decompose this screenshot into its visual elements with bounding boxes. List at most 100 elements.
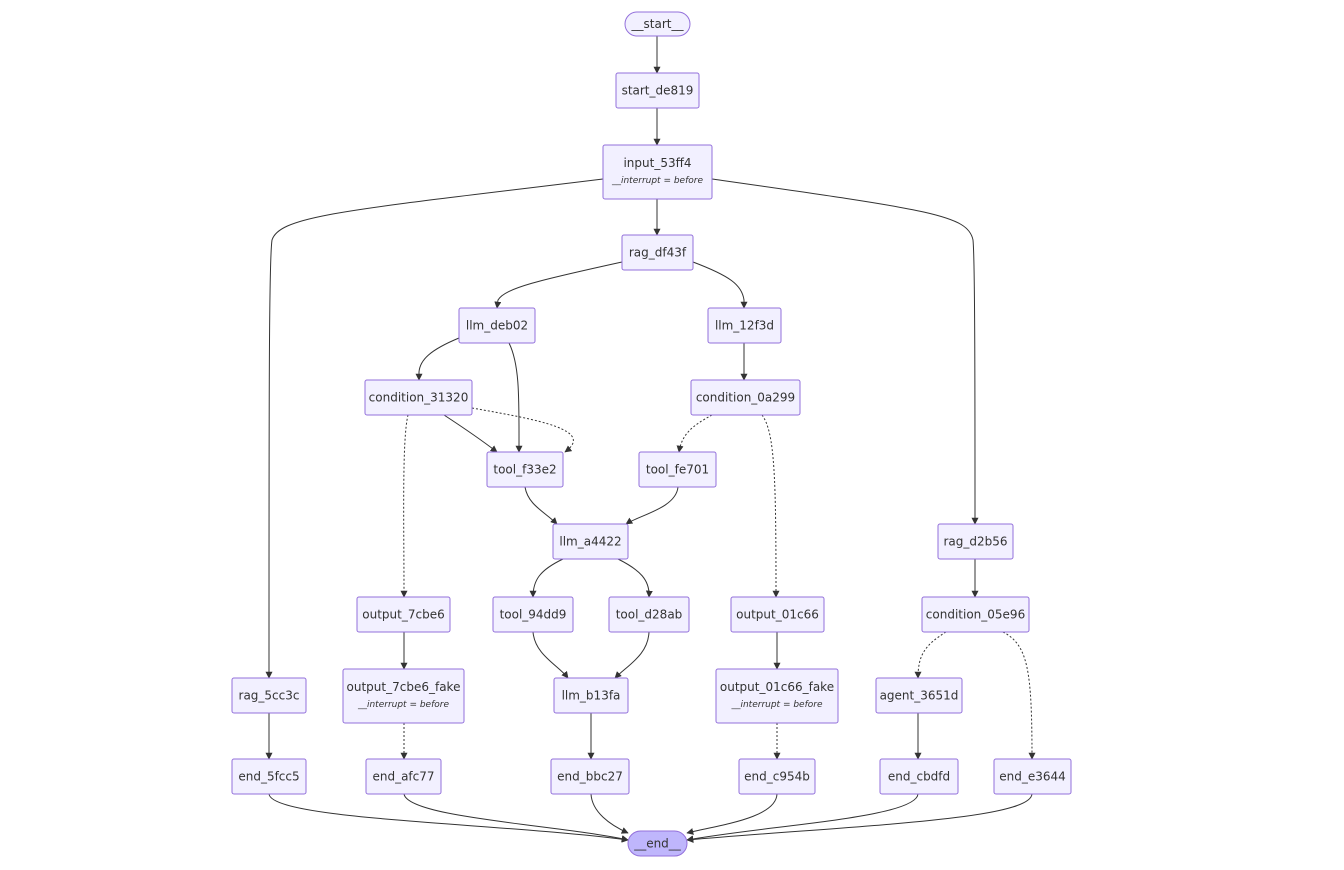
node-rag_5cc3c[interactable]: rag_5cc3c bbox=[231, 677, 307, 714]
node-label: start_de819 bbox=[622, 84, 694, 98]
edge-input_53ff4-to-rag_d2b56 bbox=[711, 178, 979, 525]
node-interrupt-label: __interrupt = before bbox=[730, 700, 823, 710]
node-label: end_cbdfd bbox=[888, 770, 950, 784]
node-label: __start__ bbox=[631, 17, 685, 31]
node-label: output_7cbe6_fake bbox=[347, 680, 461, 694]
node-end_c954b[interactable]: end_c954b bbox=[738, 758, 816, 795]
edge-end_c954b-to-end bbox=[686, 793, 778, 835]
node-end_e3644[interactable]: end_e3644 bbox=[993, 758, 1072, 795]
node-box bbox=[624, 11, 691, 37]
node-box bbox=[365, 758, 442, 795]
edge-condition_31320-to-output_7cbe6 bbox=[400, 414, 409, 598]
edge-end_cbdfd-to-end bbox=[686, 793, 919, 843]
node-condition_31320[interactable]: condition_31320 bbox=[364, 379, 473, 416]
node-label: tool_94dd9 bbox=[500, 608, 567, 622]
node-start[interactable]: __start__ bbox=[624, 11, 691, 37]
node-interrupt-label: __interrupt = before bbox=[611, 176, 704, 186]
edge-condition_31320-to-tool_f33e2 bbox=[443, 414, 498, 453]
node-box bbox=[921, 596, 1030, 633]
node-label: llm_b13fa bbox=[562, 689, 621, 703]
node-llm_a4422[interactable]: llm_a4422 bbox=[552, 523, 629, 560]
node-box bbox=[715, 668, 839, 724]
node-label: rag_d2b56 bbox=[943, 535, 1007, 549]
node-box bbox=[602, 144, 713, 200]
node-interrupt-label: __interrupt = before bbox=[357, 700, 450, 710]
node-condition_0a299[interactable]: condition_0a299 bbox=[690, 379, 801, 416]
node-box bbox=[879, 758, 959, 795]
node-box bbox=[231, 677, 307, 714]
edge-condition_0a299-to-output_01c66 bbox=[761, 414, 780, 598]
node-label: rag_df43f bbox=[629, 246, 687, 260]
node-box bbox=[730, 596, 825, 633]
edge-condition_05e96-to-agent_3651d bbox=[914, 631, 947, 679]
node-box bbox=[231, 758, 307, 795]
node-tool_fe701[interactable]: tool_fe701 bbox=[638, 451, 717, 488]
node-box bbox=[993, 758, 1072, 795]
node-box bbox=[492, 596, 574, 633]
edge-tool_d28ab-to-llm_b13fa bbox=[614, 631, 650, 679]
edge-end_afc77-to-end bbox=[403, 793, 629, 843]
edge-condition_05e96-to-end_e3644 bbox=[1002, 631, 1036, 760]
node-tool_94dd9[interactable]: tool_94dd9 bbox=[492, 596, 574, 633]
node-label: tool_fe701 bbox=[646, 463, 709, 477]
edge-input_53ff4-to-rag_5cc3c bbox=[265, 178, 604, 679]
node-rag_d2b56[interactable]: rag_d2b56 bbox=[937, 523, 1014, 560]
node-end_5fcc5[interactable]: end_5fcc5 bbox=[231, 758, 307, 795]
nodes-layer: __start__ start_de819 input_53ff4 __interru… bbox=[231, 11, 1072, 857]
node-label: output_01c66 bbox=[736, 608, 819, 622]
node-box bbox=[738, 758, 816, 795]
node-tool_f33e2[interactable]: tool_f33e2 bbox=[486, 451, 564, 488]
node-label: output_7cbe6 bbox=[362, 608, 444, 622]
node-box bbox=[608, 596, 690, 633]
node-box bbox=[937, 523, 1014, 560]
node-box bbox=[553, 677, 629, 714]
edge-llm_deb02-to-tool_f33e2 bbox=[508, 342, 523, 453]
node-end_afc77[interactable]: end_afc77 bbox=[365, 758, 442, 795]
node-label: input_53ff4 bbox=[623, 156, 691, 170]
node-label: end_c954b bbox=[744, 770, 810, 784]
edge-condition_0a299-to-tool_fe701 bbox=[676, 414, 713, 453]
edge-llm_a4422-to-tool_94dd9 bbox=[529, 558, 564, 598]
node-label: end_afc77 bbox=[372, 770, 434, 784]
node-label: end_5fcc5 bbox=[238, 770, 299, 784]
node-agent_3651d[interactable]: agent_3651d bbox=[875, 677, 963, 714]
node-input_53ff4[interactable]: input_53ff4 __interrupt = before bbox=[602, 144, 713, 200]
node-llm_12f3d[interactable]: llm_12f3d bbox=[707, 307, 782, 344]
node-box bbox=[364, 379, 473, 416]
node-box bbox=[342, 668, 465, 724]
node-box bbox=[356, 596, 451, 633]
node-llm_deb02[interactable]: llm_deb02 bbox=[458, 307, 536, 344]
node-condition_05e96[interactable]: condition_05e96 bbox=[921, 596, 1030, 633]
node-label: tool_d28ab bbox=[616, 608, 683, 622]
edge-rag_df43f-to-llm_deb02 bbox=[494, 261, 623, 309]
node-label: condition_05e96 bbox=[926, 608, 1025, 622]
edge-end_bbc27-to-end bbox=[590, 793, 629, 834]
node-box bbox=[638, 451, 717, 488]
edge-tool_fe701-to-llm_a4422 bbox=[625, 486, 679, 525]
node-box bbox=[627, 830, 688, 857]
node-output_7cbe6_fake[interactable]: output_7cbe6_fake __interrupt = before bbox=[342, 668, 465, 724]
node-label: condition_0a299 bbox=[696, 391, 795, 405]
node-output_01c66_fake[interactable]: output_01c66_fake__interrupt = before bbox=[715, 668, 839, 724]
node-llm_b13fa[interactable]: llm_b13fa bbox=[553, 677, 629, 714]
node-output_7cbe6[interactable]: output_7cbe6 bbox=[356, 596, 451, 633]
node-output_01c66[interactable]: output_01c66 bbox=[730, 596, 825, 633]
node-label: llm_deb02 bbox=[466, 319, 528, 333]
node-label: __end__ bbox=[633, 837, 682, 851]
node-label: end_bbc27 bbox=[557, 770, 623, 784]
edge-llm_deb02-to-condition_31320 bbox=[415, 337, 460, 381]
node-end_cbdfd[interactable]: end_cbdfd bbox=[879, 758, 959, 795]
node-label: end_e3644 bbox=[999, 770, 1066, 784]
node-box bbox=[550, 758, 630, 795]
node-start_de819[interactable]: start_de819 bbox=[615, 72, 700, 109]
node-label: agent_3651d bbox=[880, 689, 959, 703]
node-tool_d28ab[interactable]: tool_d28ab bbox=[608, 596, 690, 633]
node-label: tool_f33e2 bbox=[493, 463, 556, 477]
node-end[interactable]: __end__ bbox=[627, 830, 688, 857]
node-end_bbc27[interactable]: end_bbc27 bbox=[550, 758, 630, 795]
edges-layer bbox=[265, 36, 1036, 843]
edge-tool_94dd9-to-llm_b13fa bbox=[532, 631, 569, 679]
node-rag_df43f[interactable]: rag_df43f bbox=[621, 234, 694, 271]
edge-tool_f33e2-to-llm_a4422 bbox=[524, 486, 558, 525]
